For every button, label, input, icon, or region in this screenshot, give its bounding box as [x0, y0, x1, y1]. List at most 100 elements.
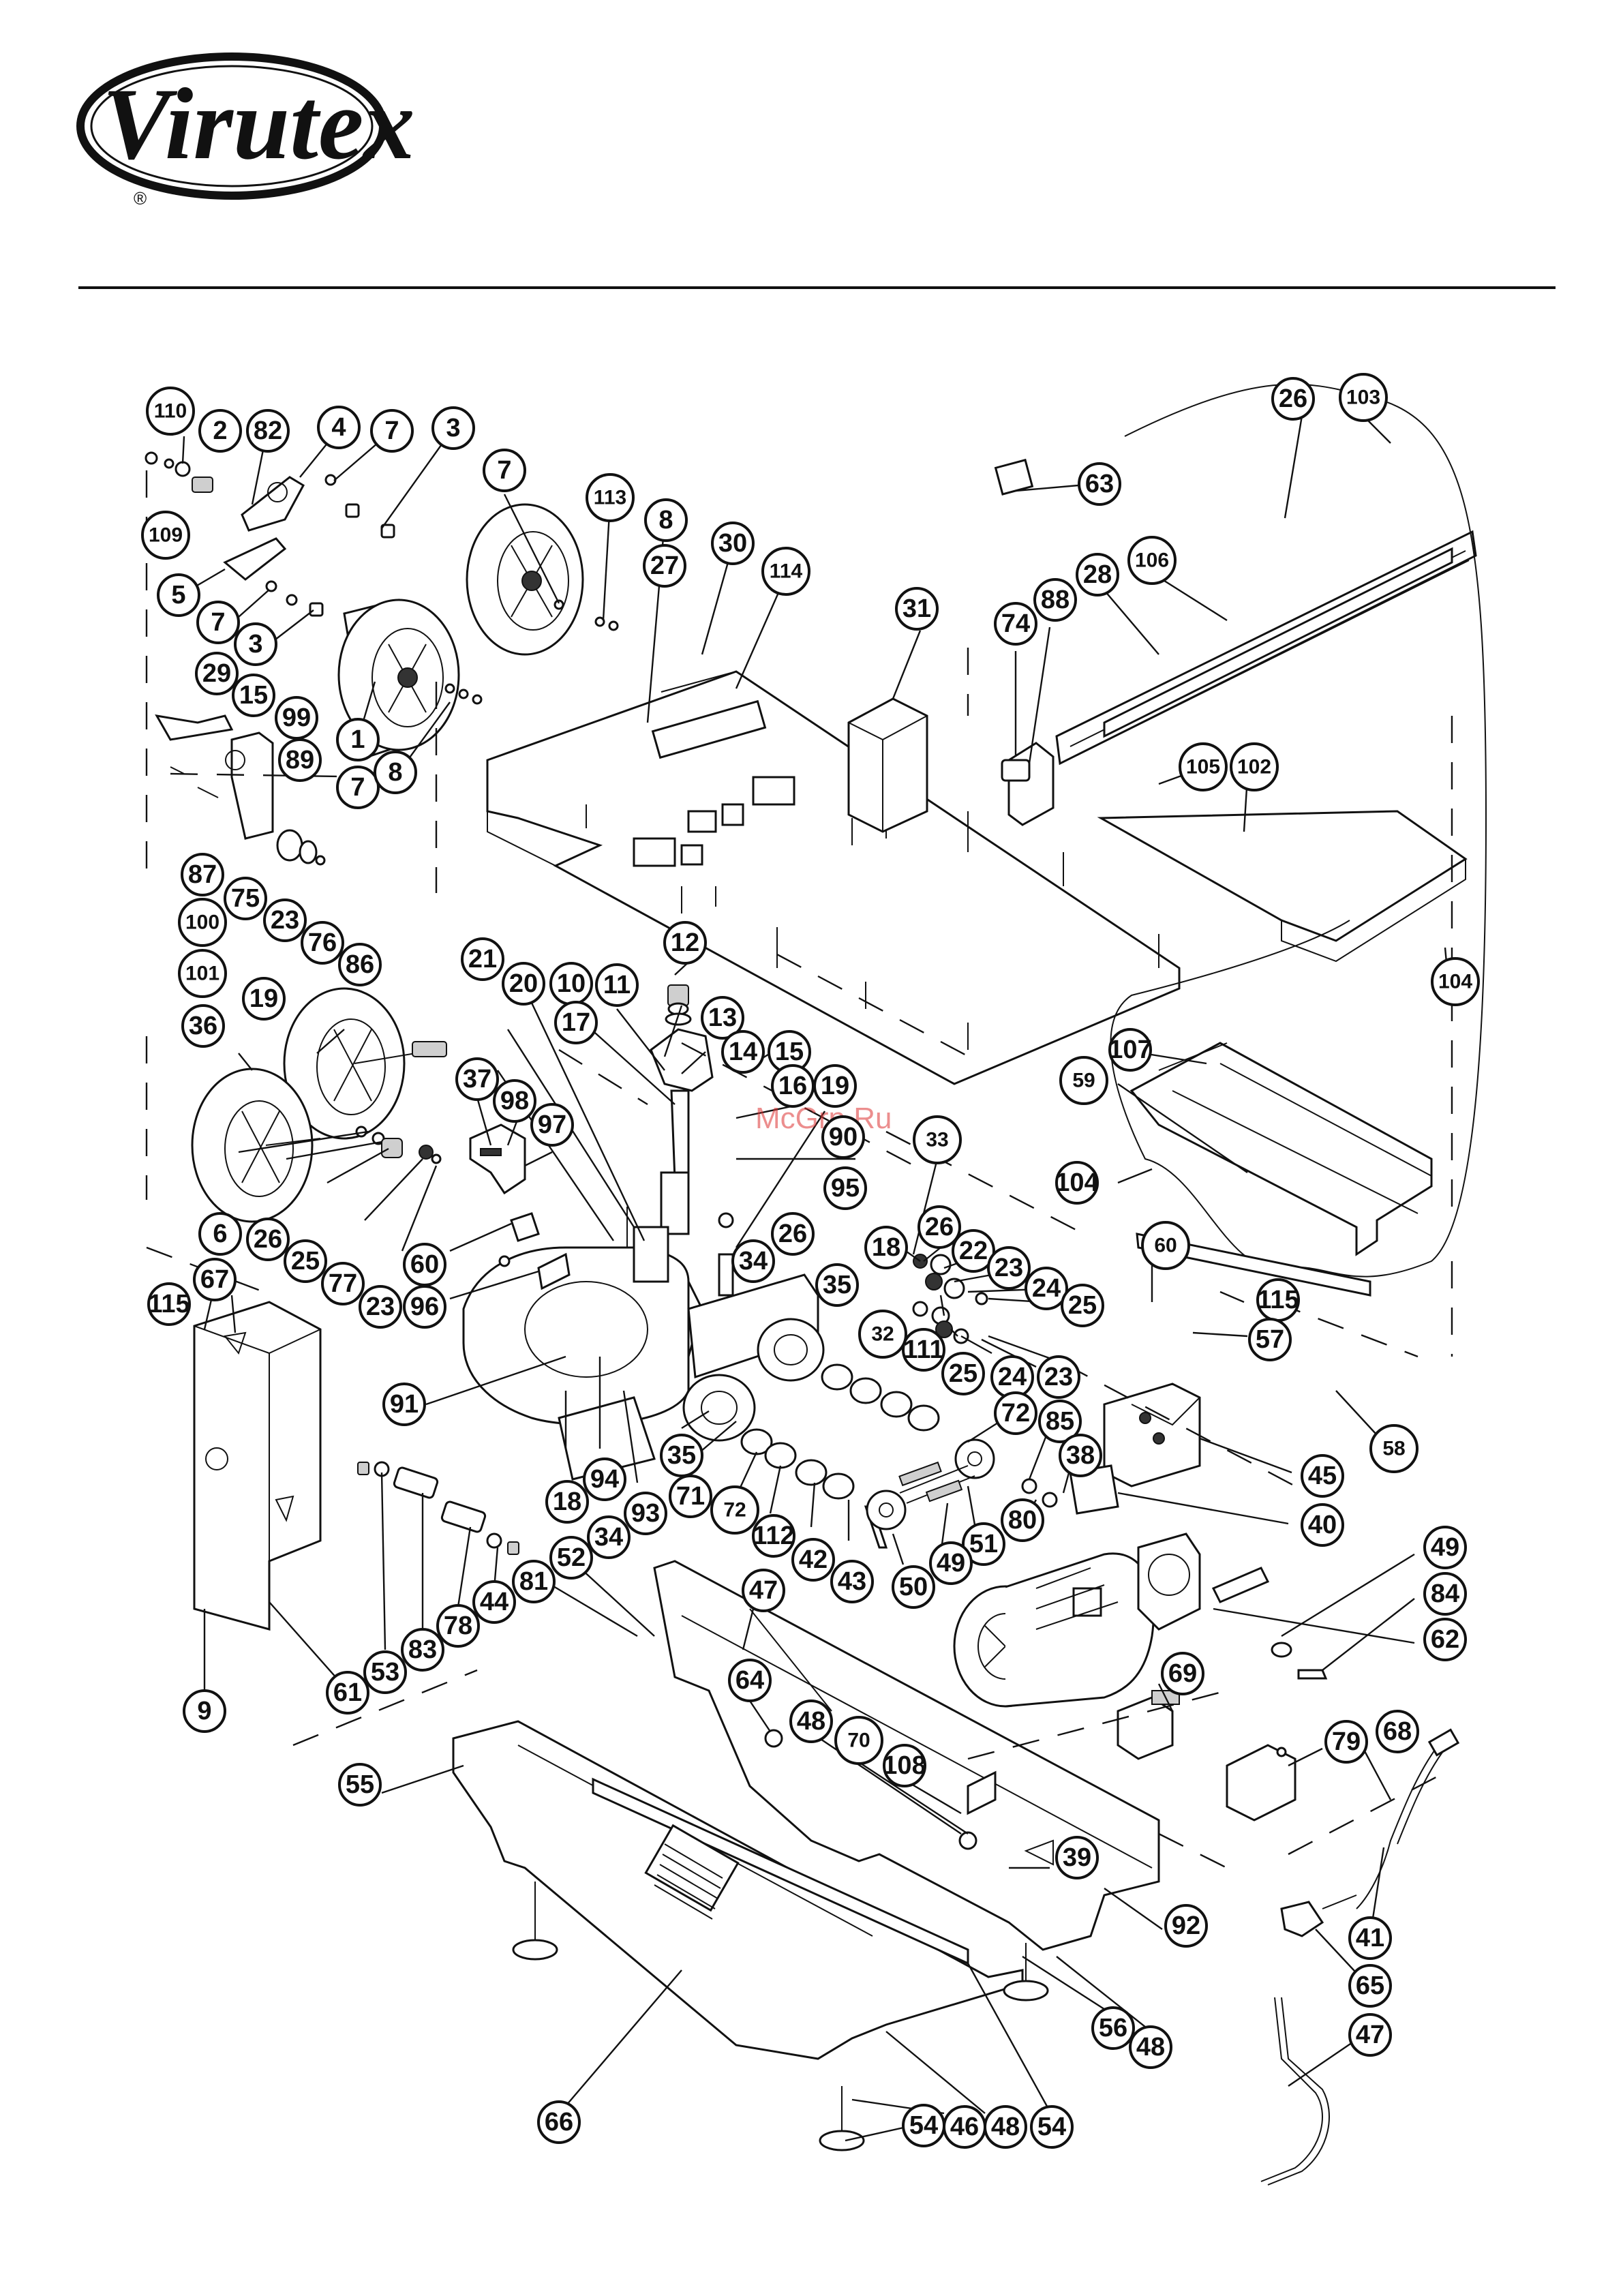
callout: 75	[224, 877, 267, 920]
svg-text:33: 33	[926, 1129, 948, 1151]
svg-text:52: 52	[557, 1543, 586, 1572]
svg-text:1: 1	[350, 725, 365, 754]
upper-linkage	[145, 451, 619, 866]
callout: 32	[858, 1310, 907, 1359]
callout: 5	[157, 573, 200, 617]
svg-text:115: 115	[1257, 1286, 1299, 1314]
svg-text:74: 74	[1001, 609, 1030, 638]
callout: 72	[994, 1391, 1037, 1435]
svg-text:2: 2	[213, 417, 227, 445]
callout: 25	[284, 1239, 327, 1283]
svg-text:41: 41	[1356, 1924, 1384, 1952]
callout: 16	[771, 1064, 815, 1108]
callout: 48	[789, 1700, 833, 1743]
callout: 41	[1348, 1916, 1392, 1960]
callout: 76	[301, 921, 344, 965]
svg-text:99: 99	[282, 704, 311, 732]
electrical-parts	[1117, 1690, 1460, 2186]
callout: 70	[834, 1716, 883, 1765]
callout: 67	[193, 1258, 237, 1301]
callout: 22	[952, 1229, 995, 1273]
svg-text:45: 45	[1308, 1462, 1337, 1490]
svg-text:24: 24	[998, 1363, 1027, 1391]
callout: 77	[321, 1262, 365, 1305]
callout: 93	[624, 1492, 667, 1535]
callout: 69	[1161, 1652, 1204, 1695]
callout: 95	[823, 1166, 867, 1210]
callout: 37	[455, 1057, 499, 1101]
svg-text:16: 16	[778, 1072, 807, 1100]
callout: 88	[1033, 578, 1077, 622]
svg-text:104: 104	[1438, 971, 1472, 993]
svg-text:59: 59	[1072, 1070, 1095, 1092]
svg-text:23: 23	[366, 1293, 395, 1321]
svg-text:47: 47	[1356, 2021, 1384, 2049]
callout: 45	[1301, 1454, 1344, 1498]
callout: 107	[1108, 1028, 1152, 1072]
callout: 6	[198, 1212, 242, 1256]
svg-text:3: 3	[446, 414, 460, 442]
svg-text:100: 100	[185, 911, 219, 934]
fence-rail-assembly	[994, 383, 1487, 1278]
callout: 54	[1030, 2105, 1074, 2149]
callout: 26	[771, 1212, 815, 1256]
svg-text:11: 11	[603, 971, 631, 999]
svg-text:22: 22	[959, 1237, 988, 1265]
callout: 29	[195, 652, 239, 695]
svg-text:105: 105	[1186, 756, 1220, 779]
callout: 105	[1179, 742, 1228, 791]
svg-text:14: 14	[729, 1038, 757, 1066]
svg-text:82: 82	[254, 417, 282, 445]
side-cover-panel	[193, 1301, 322, 1631]
callout: 40	[1301, 1503, 1344, 1547]
svg-text:80: 80	[1008, 1506, 1037, 1535]
svg-text:76: 76	[308, 928, 337, 957]
svg-text:30: 30	[718, 529, 747, 558]
callout: 55	[338, 1763, 382, 1807]
svg-text:7: 7	[350, 773, 365, 802]
svg-text:44: 44	[480, 1588, 509, 1616]
callout: 63	[1078, 462, 1121, 506]
switch-bracket	[469, 1123, 571, 1290]
svg-text:27: 27	[650, 552, 679, 580]
callout: 99	[275, 696, 318, 740]
callout: 54	[902, 2104, 945, 2147]
callout: 7	[483, 449, 526, 492]
callout: 112	[752, 1514, 795, 1558]
callout: 50	[892, 1565, 935, 1609]
callout: 47	[1348, 2013, 1392, 2057]
svg-text:60: 60	[410, 1250, 439, 1279]
callout: 36	[181, 1004, 225, 1048]
callout: 47	[742, 1569, 785, 1612]
callout: 58	[1369, 1424, 1419, 1473]
callout: 4	[317, 406, 361, 449]
svg-text:75: 75	[231, 884, 260, 913]
svg-text:25: 25	[1068, 1291, 1097, 1320]
svg-text:113: 113	[594, 487, 626, 509]
svg-text:54: 54	[909, 2111, 938, 2140]
callout: 100	[178, 898, 227, 947]
brand-logo: Virutex ®	[76, 52, 1556, 289]
part-callouts: 110 2 82 4 7 3 7 109 5 7 3 113 8 27 30 1…	[141, 373, 1480, 2149]
callout: 23	[987, 1246, 1031, 1290]
callout: 34	[587, 1515, 631, 1559]
callout: 24	[1025, 1267, 1068, 1310]
callout: 21	[461, 937, 504, 981]
brand-name: Virutex	[102, 67, 415, 181]
svg-text:21: 21	[468, 945, 497, 973]
callout: 18	[864, 1226, 908, 1269]
callout: 31	[895, 587, 939, 631]
svg-text:54: 54	[1037, 2113, 1066, 2141]
svg-text:39: 39	[1063, 1843, 1091, 1872]
callout: 60	[403, 1243, 446, 1286]
svg-text:7: 7	[211, 608, 225, 637]
callout: 97	[530, 1103, 574, 1147]
callout: 60	[1141, 1221, 1190, 1270]
svg-text:101: 101	[185, 963, 219, 985]
svg-text:5: 5	[171, 581, 185, 609]
callout: 51	[962, 1522, 1005, 1566]
callout: 48	[1129, 2025, 1172, 2069]
callout: 84	[1423, 1572, 1467, 1616]
svg-text:34: 34	[594, 1523, 623, 1552]
callout: 74	[994, 602, 1037, 646]
